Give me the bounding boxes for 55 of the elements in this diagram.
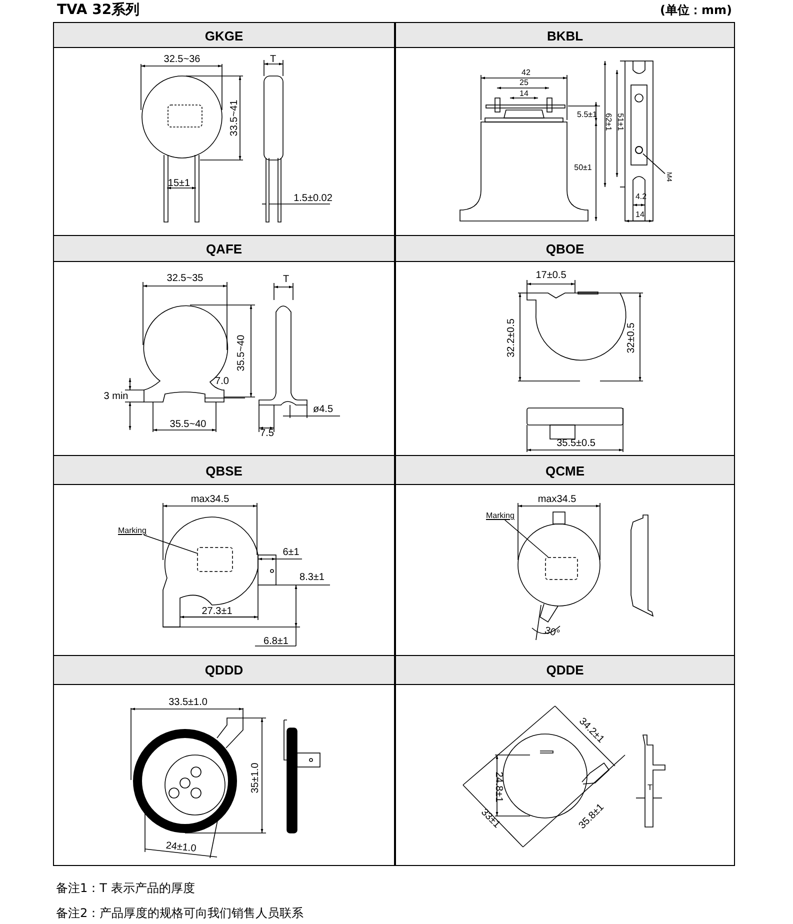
model-code: QDDE <box>546 664 584 676</box>
dimension-label: 62±1 <box>604 113 612 131</box>
dimension-label: 25 <box>520 79 528 87</box>
dimension-label: 15±1 <box>168 179 190 189</box>
dimension-label: 33.5±1.0 <box>168 698 208 708</box>
dimension-label: T <box>282 275 290 285</box>
dimension-label: 35±1.0 <box>251 762 261 794</box>
dimension-label: 14 <box>520 90 528 98</box>
dimension-label: 7.5 <box>260 429 274 439</box>
model-code: QBOE <box>546 242 584 256</box>
footnote: 备注2：产品厚度的规格可向我们销售人员联系 <box>56 907 304 919</box>
dimension-label: 35.5~40 <box>170 420 206 430</box>
dimension-label: 27.3±1 <box>202 607 232 617</box>
dimension-label: 17±0.5 <box>536 271 566 281</box>
dimension-label: ø4.5 <box>313 405 333 415</box>
dimension-label: 33.5~41 <box>230 100 240 136</box>
dimension-label: 35.5±0.5 <box>556 439 596 449</box>
callout-label: Marking <box>118 527 146 535</box>
leader-line <box>143 534 198 554</box>
dimension-label: T <box>270 55 276 65</box>
dimension-label: 50±1 <box>574 164 592 172</box>
title: TVA 32系列 <box>57 1 140 19</box>
dimension-label: 51±1 <box>616 113 624 131</box>
leader-line <box>642 153 666 174</box>
model-code: GKGE <box>204 30 244 42</box>
dimension-label: 8.3±1 <box>300 573 324 583</box>
model-code: QCME <box>546 464 584 478</box>
dimension-label: 32.5~35 <box>166 274 204 284</box>
dimension-label: 1.5±0.02 <box>294 194 332 204</box>
model-code: QDDD <box>204 664 244 676</box>
dimension-label: 32.2±0.5 <box>507 318 517 358</box>
dimension-label: 7.0 <box>215 377 229 387</box>
dimension-label: 32.5~36 <box>164 55 200 65</box>
dimension-label: 6.8±1 <box>264 637 288 647</box>
model-code: QAFE <box>206 242 242 256</box>
dimension-label: max34.5 <box>190 495 230 505</box>
callout-label: Marking <box>486 512 514 520</box>
leader-line <box>504 520 548 558</box>
dimension-label: 24±1.0 <box>165 841 197 855</box>
dimension-label: 35.5~40 <box>237 334 247 372</box>
screw-hole <box>635 146 643 154</box>
unit-note: (单位：mm) <box>660 4 732 16</box>
dimension-label: 42 <box>522 69 530 77</box>
dimension-label: max34.5 <box>538 495 576 505</box>
footnote: 备注1：T 表示产品的厚度 <box>56 882 195 894</box>
model-code: QBSE <box>206 464 242 478</box>
model-code: BKBL <box>546 30 584 42</box>
dimension-label: T <box>648 784 652 792</box>
dimension-label: 6±1 <box>282 548 300 558</box>
dimension-label: 14 <box>636 211 644 219</box>
marking-area <box>197 547 233 572</box>
marking-area <box>545 557 578 580</box>
dimension-label: 32±0.5 <box>627 322 637 354</box>
dimension-label: 24.8±1 <box>493 772 503 802</box>
dimension-label: 3 min <box>104 392 128 402</box>
